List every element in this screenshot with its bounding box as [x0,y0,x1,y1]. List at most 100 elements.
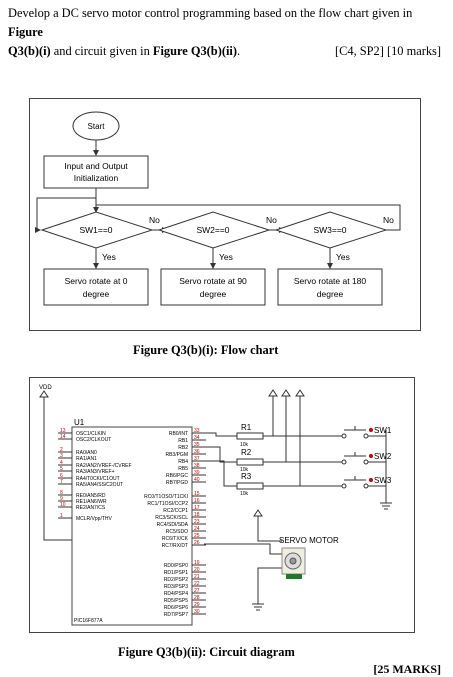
flow-yes-label-1: Yes [102,252,116,262]
servo-base [286,574,302,579]
right-pin-name: RB7/PGD [166,480,188,486]
right-pin-number: 28 [194,595,200,601]
right-pin-name: RC7/RX/DT [162,543,188,549]
ground-symbol-servo [252,603,264,611]
right-pin-number: 27 [194,588,200,594]
question-fig-ref-c: Figure Q3(b)(ii) [152,44,237,58]
flow-decision-3-label: SW3==0 [313,225,346,235]
right-pin-name: RC0/T1OSO/T1CKI [144,494,188,500]
left-pin-name: RA4/T0CKI/C1OUT [76,476,120,482]
left-pin-name: RA0/AN0 [76,450,97,456]
left-pin-name: RE1/AN6/WR [76,499,107,505]
flow-start-label: Start [88,122,106,131]
left-pin-name: RA3/AN3/VREF+ [76,469,115,475]
question-period: . [236,44,241,58]
flow-decision-1 [40,211,154,249]
left-pin-number: 5 [60,466,63,472]
left-pin-number: 2 [60,447,63,453]
right-pin-number: 16 [194,498,200,504]
vdd-label: VDD [39,385,52,391]
left-pin-name: RE2/AN7/CS [76,505,106,511]
right-pin-number: 21 [194,574,200,580]
flow-action-2-line1: Servo rotate at 90 [179,276,247,286]
right-pin-number: 18 [194,512,200,518]
flow-no-label-3: No [383,215,394,225]
flow-decision-2-label: SW2==0 [196,225,229,235]
circuit-caption: Figure Q3(b)(ii): Circuit diagram [118,645,295,659]
right-pin-name: RC5/SDO [166,529,188,535]
flowchart-figure: Start Input and Output Initialization SW… [29,98,421,331]
right-pin-name: RB2 [178,445,188,451]
flow-action-3-line2: degree [317,289,344,299]
switch-sw2: SW2 [341,452,392,465]
right-pin-name: RD5/PSP5 [164,598,188,604]
switch-label: SW2 [374,452,392,461]
ground-symbol-right [380,502,392,510]
switch-sw1: SW1 [341,426,392,439]
right-pin-number: 37 [194,456,200,462]
left-pin-name: OSC1/CLKIN [76,431,106,437]
right-pin-name: RC1/T1OSI/CCP2 [147,501,188,507]
right-pin-number: 23 [194,519,200,525]
right-pin-number: 38 [194,463,200,469]
right-pin-number: 40 [194,477,200,483]
r2-value: 10k [240,467,249,473]
r3-value: 10k [240,491,249,497]
flowchart-caption: Figure Q3(b)(i): Flow chart [133,343,279,357]
r3-ref: R3 [241,472,252,481]
switch-label: SW3 [374,476,392,485]
resistor-r2 [236,458,264,466]
total-marks: [25 MARKS] [373,662,441,676]
flow-yes-label-3: Yes [336,252,350,262]
right-pin-name: RD2/PSP2 [164,577,188,583]
right-pin-name: RD4/PSP4 [164,591,188,597]
right-pin-number: 26 [194,540,200,546]
left-pin-number: 10 [60,502,66,508]
chip-right-pins: 33RB0/INT34RB135RB236RB3/PGM37RB438RB539… [144,428,206,618]
right-pin-number: 34 [194,435,200,441]
flowchart-svg: Start Input and Output Initialization SW… [35,111,401,306]
right-pin-name: RC4/SDI/SDA [157,522,189,528]
right-pin-name: RB4 [178,459,188,465]
right-pin-number: 36 [194,449,200,455]
r2-ref: R2 [241,448,252,457]
flow-action-2-line2: degree [200,289,227,299]
left-pin-number: 13 [60,428,66,434]
right-pin-number: 33 [194,428,200,434]
vdd-arrow-symbol [39,390,49,398]
right-pin-name: RB1 [178,438,188,444]
r1-ref: R1 [241,423,252,432]
right-pin-number: 22 [194,581,200,587]
right-pin-name: RD1/PSP1 [164,570,188,576]
right-pin-number: 29 [194,602,200,608]
left-pin-name: RA1/AN1 [76,456,97,462]
question-line1: Develop a DC servo motor control program… [8,6,413,20]
servo-label: SERVO MOTOR [279,536,339,545]
switch-sw3: SW3 [341,476,392,489]
right-pin-name: RD6/PSP6 [164,605,188,611]
